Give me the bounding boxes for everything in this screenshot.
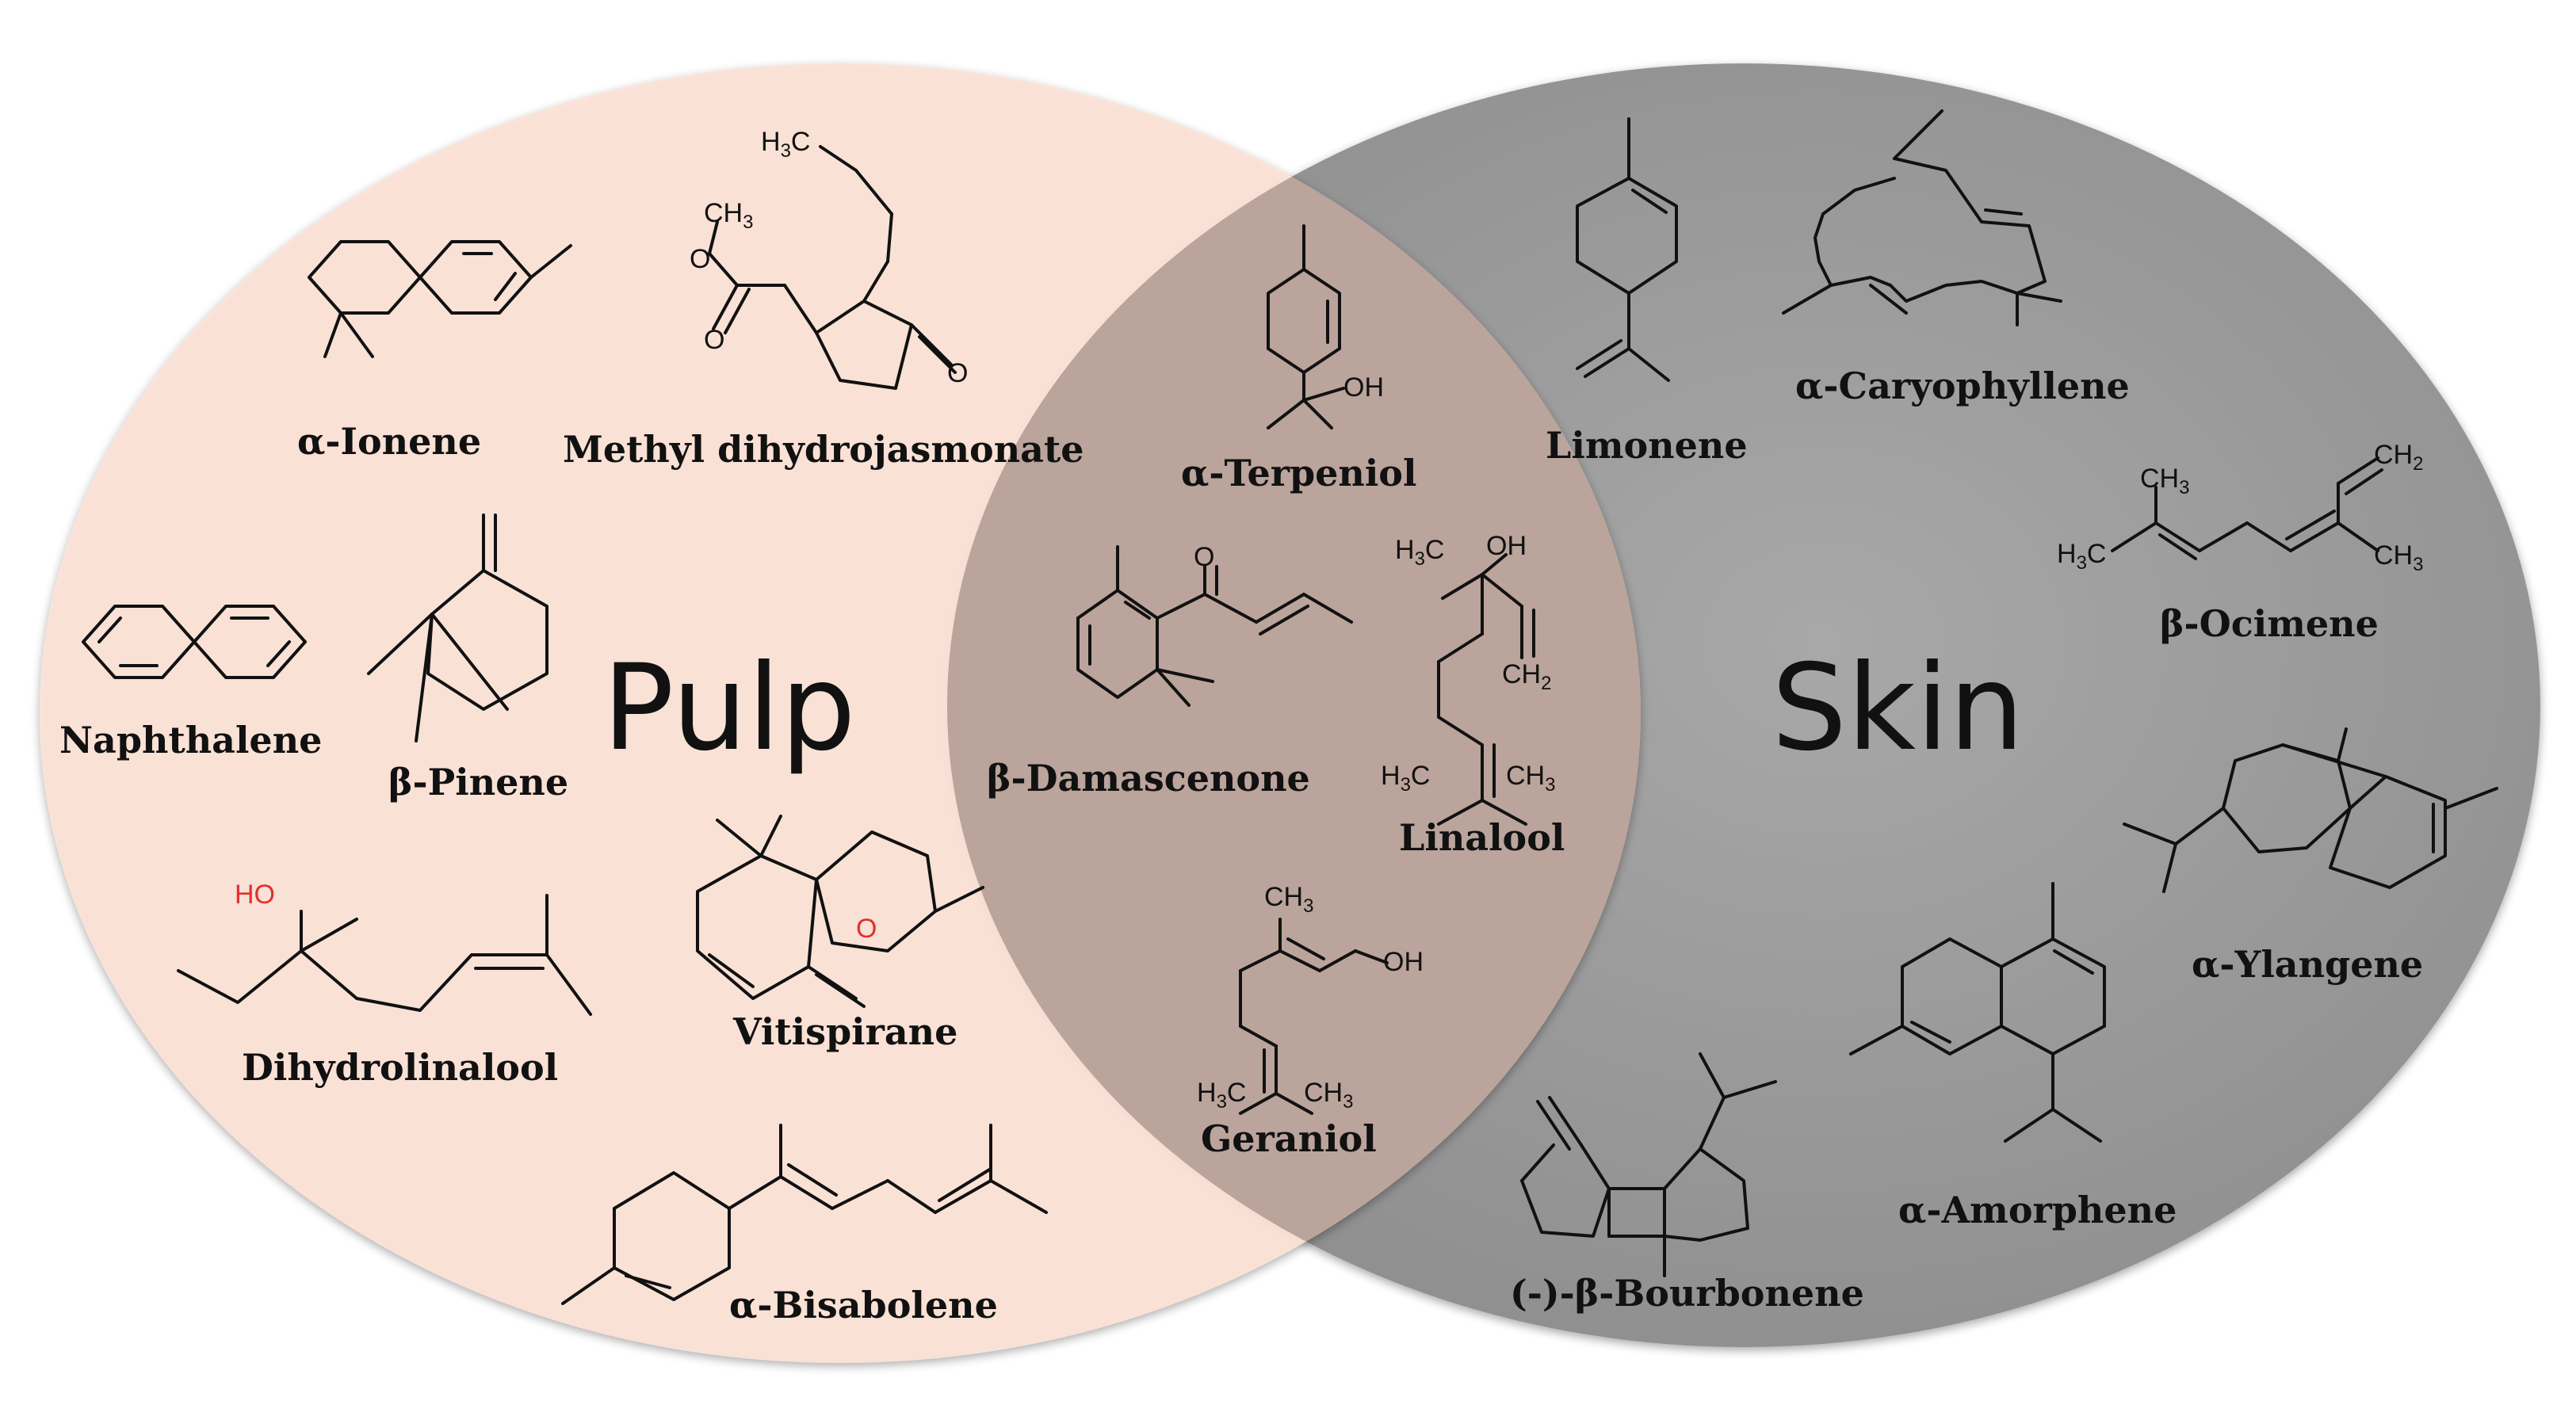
compound-label: α-Bisabolene	[729, 1284, 998, 1326]
atom-label: H3C	[761, 127, 810, 162]
atom-label: O	[856, 914, 877, 944]
compound-label: Vitispirane	[732, 1010, 957, 1053]
naphthalene-structure	[82, 605, 307, 679]
compound-label: β-Damascenone	[987, 757, 1310, 800]
compound-label: α-Ylangene	[2192, 943, 2423, 986]
atom-label: H3C	[2057, 539, 2106, 574]
alpha-caryophyllene-structure	[1782, 109, 2062, 326]
alpha-bisabolene-structure	[561, 1124, 1048, 1305]
beta-damascenone-structure	[1076, 545, 1353, 707]
beta-pinene-structure	[367, 513, 548, 742]
skin-label: Skin	[1771, 639, 2024, 777]
atom-label: O	[1194, 542, 1214, 572]
compound-label: α-Terpeniol	[1181, 452, 1416, 494]
dihydrolinalool-structure	[177, 894, 592, 1016]
beta-ocimene-structure	[2111, 456, 2383, 560]
alpha-terpineol-structure	[1267, 224, 1345, 429]
compound-label: α-Ionene	[297, 420, 481, 463]
atom-label: HO	[235, 880, 275, 910]
compound-label: α-Caryophyllene	[1795, 365, 2130, 407]
atom-label: O	[690, 244, 710, 274]
compound-label: Limonene	[1546, 424, 1748, 467]
atom-label: OH	[1383, 947, 1424, 977]
compound-label: Linalool	[1399, 816, 1565, 859]
compound-label: β-Ocimene	[2160, 602, 2379, 645]
atom-label: OH	[1486, 531, 1527, 561]
beta-bourbonene-structure	[1520, 1052, 1777, 1277]
overlap-region	[947, 63, 1641, 1347]
geraniol-structure	[1239, 918, 1389, 1115]
alpha-amorphene-structure	[1849, 882, 2106, 1143]
compound-label: Dihydrolinalool	[242, 1046, 558, 1089]
atom-label: H3C	[1381, 761, 1430, 796]
limonene-structure	[1576, 117, 1678, 382]
compound-label: Naphthalene	[59, 719, 322, 762]
alpha-ionene-structure	[308, 240, 572, 358]
compound-label: Methyl dihydrojasmonate	[563, 428, 1084, 471]
atom-label: O	[704, 325, 724, 355]
methyl-dihydrojasmonate-structure	[708, 145, 957, 390]
pulp-label: Pulp	[602, 639, 856, 777]
compound-label: (-)-β-Bourbonene	[1510, 1272, 1864, 1315]
vitispirane-structure	[696, 815, 984, 1008]
alpha-ylangene-structure	[2123, 727, 2498, 893]
atom-label: O	[947, 358, 968, 388]
linalool-structure	[1437, 553, 1535, 826]
compound-label: α-Amorphene	[1898, 1189, 2177, 1231]
compound-label: Geraniol	[1201, 1117, 1377, 1160]
compound-label: β-Pinene	[388, 761, 568, 804]
atom-label: OH	[1343, 372, 1384, 403]
